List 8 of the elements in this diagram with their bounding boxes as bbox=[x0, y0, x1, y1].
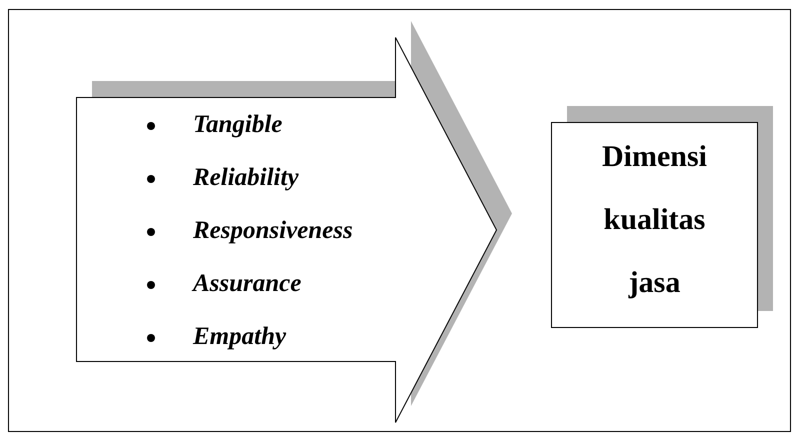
text-box bbox=[551, 122, 758, 328]
list-item: Assurance bbox=[193, 270, 302, 298]
list-item: Empathy bbox=[193, 323, 286, 351]
list-item: Reliability bbox=[193, 164, 299, 192]
box-title: Dimensi kualitas jasa bbox=[601, 139, 708, 301]
arrow-shape bbox=[76, 37, 497, 423]
list-item: Responsiveness bbox=[193, 217, 353, 245]
list-item: Tangible bbox=[193, 111, 282, 139]
